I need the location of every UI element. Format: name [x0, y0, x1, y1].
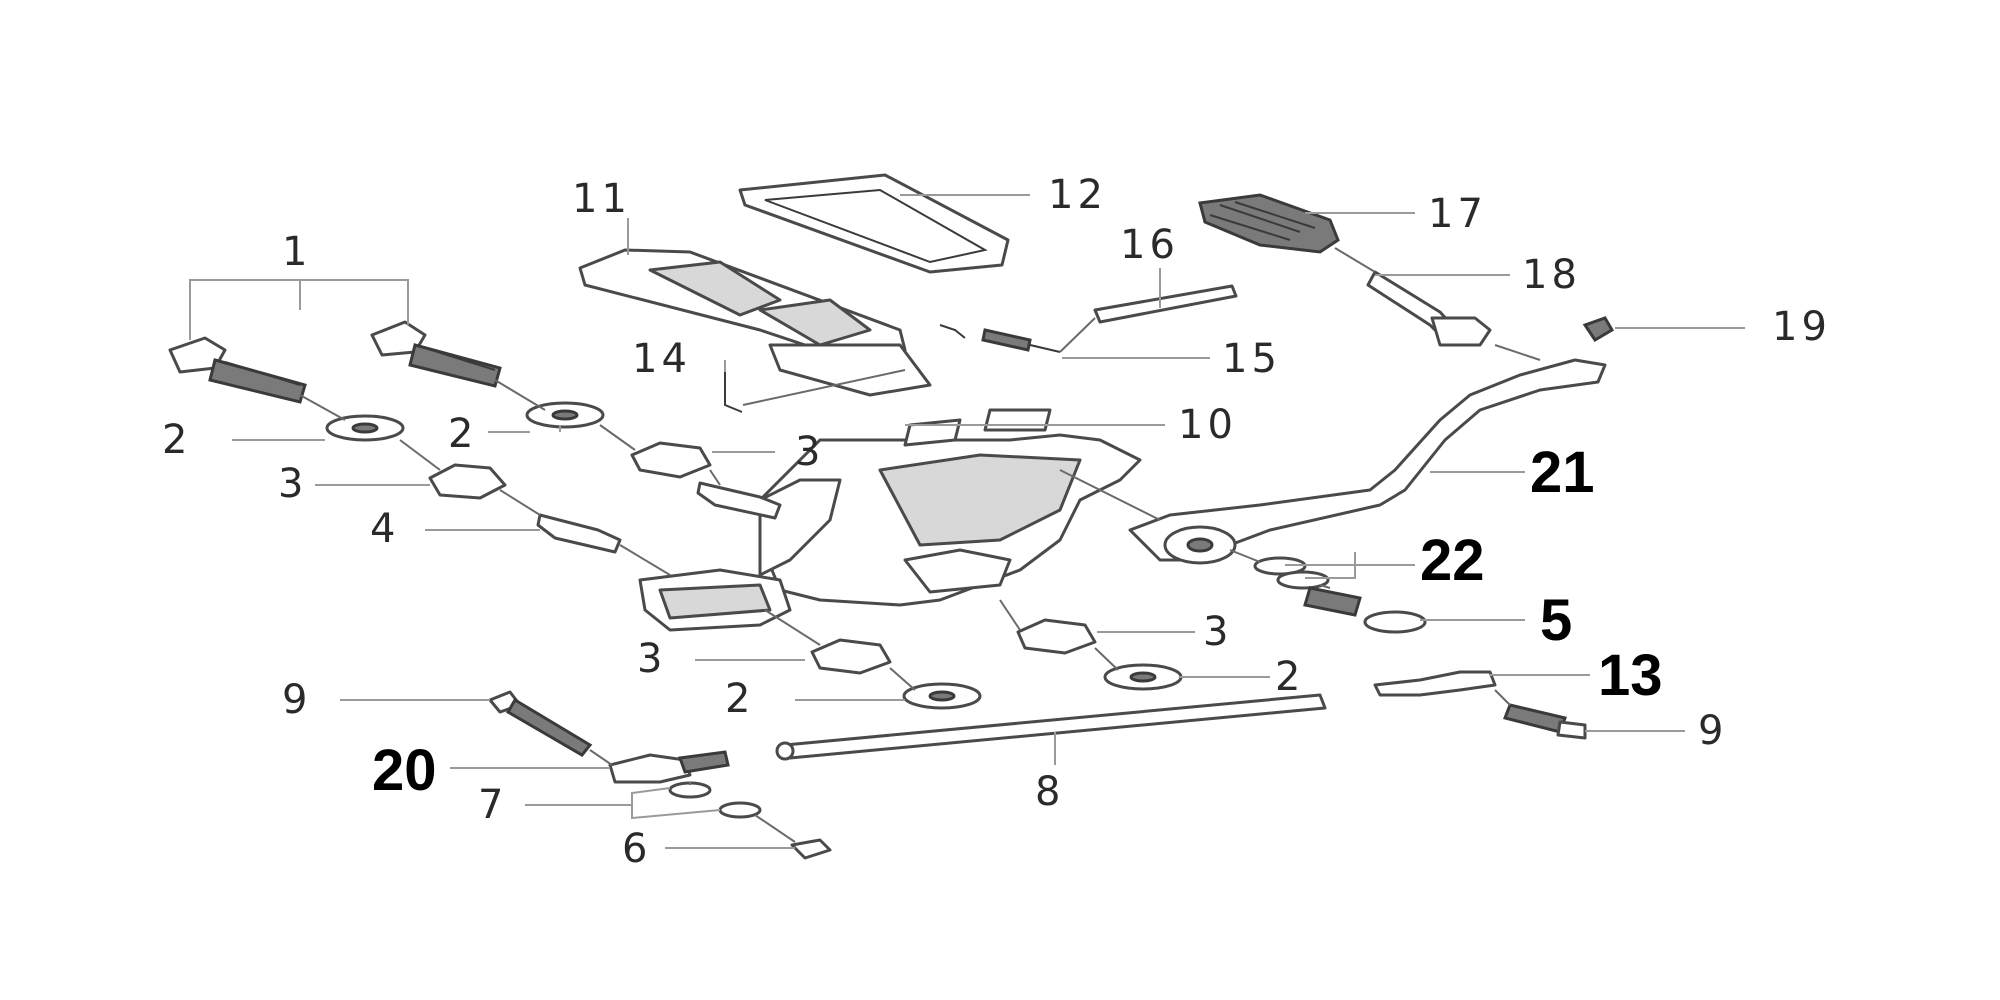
callout-2: 2	[448, 411, 477, 457]
callout-labels: 1 2 2 2 2 3 3 3 3 4 5 6 7 8 9 9 10 11 12…	[162, 172, 1831, 872]
part-bushing	[1016, 618, 1097, 655]
part-main-bracket	[638, 408, 1142, 632]
callout-2: 2	[162, 417, 191, 463]
callout-20: 20	[372, 738, 437, 803]
callout-17: 17	[1428, 191, 1487, 237]
callout-6: 6	[622, 826, 651, 872]
part-spacer-sleeve	[696, 481, 782, 520]
part-washer	[325, 414, 405, 442]
callout-2: 2	[1275, 654, 1304, 700]
callout-13: 13	[1598, 643, 1663, 708]
part-bushing	[428, 463, 507, 500]
callout-3: 3	[1203, 609, 1232, 655]
callout-22: 22	[1420, 528, 1485, 593]
callout-4: 4	[370, 506, 399, 552]
part-small-washer	[1253, 556, 1330, 590]
part-spacer-sleeve	[536, 513, 622, 554]
part-pin	[1093, 284, 1238, 324]
callout-3: 3	[637, 636, 666, 682]
callout-14: 14	[632, 336, 691, 382]
leader-lines	[189, 194, 1745, 849]
part-bushing	[630, 441, 712, 479]
callout-3: 3	[278, 461, 307, 507]
part-long-shaft	[775, 693, 1327, 761]
part-bolt-9-left	[488, 690, 593, 757]
callout-15: 15	[1222, 336, 1281, 382]
part-pivot-bolt	[1303, 586, 1427, 634]
part-pedal-rubber	[1198, 193, 1340, 254]
part-bolt-9-right	[1502, 703, 1587, 740]
callout-9: 9	[282, 677, 311, 723]
part-bolt-left	[168, 336, 307, 404]
part-pivot-block	[608, 750, 730, 784]
callout-18: 18	[1522, 252, 1581, 298]
part-nut-washers	[668, 781, 832, 860]
part-spring	[939, 324, 1061, 353]
part-bushing	[810, 638, 892, 675]
callout-10: 10	[1178, 402, 1237, 448]
callout-16: 16	[1120, 222, 1179, 268]
callout-12: 12	[1048, 172, 1107, 218]
callout-1: 1	[282, 229, 311, 275]
part-footrest-pad	[738, 173, 1010, 274]
callout-5: 5	[1540, 588, 1572, 653]
callout-7: 7	[478, 782, 507, 828]
callout-9: 9	[1698, 708, 1727, 754]
part-footrest-plate	[578, 248, 932, 397]
callout-11: 11	[572, 176, 631, 222]
callout-3: 3	[795, 429, 824, 475]
callout-8: 8	[1035, 769, 1064, 815]
part-bolt-right	[370, 320, 502, 388]
part-pedal-shaft	[1366, 270, 1492, 347]
callout-2: 2	[725, 676, 754, 722]
assembly-axis-lines	[299, 247, 1541, 843]
callout-21: 21	[1530, 440, 1595, 505]
part-ball-joint	[1373, 670, 1497, 697]
part-clip	[724, 372, 743, 413]
part-washer	[902, 682, 982, 710]
part-shift-lever	[1128, 358, 1607, 565]
part-small-bolt	[1582, 316, 1615, 343]
callout-19: 19	[1772, 304, 1831, 350]
part-washer	[525, 401, 605, 429]
